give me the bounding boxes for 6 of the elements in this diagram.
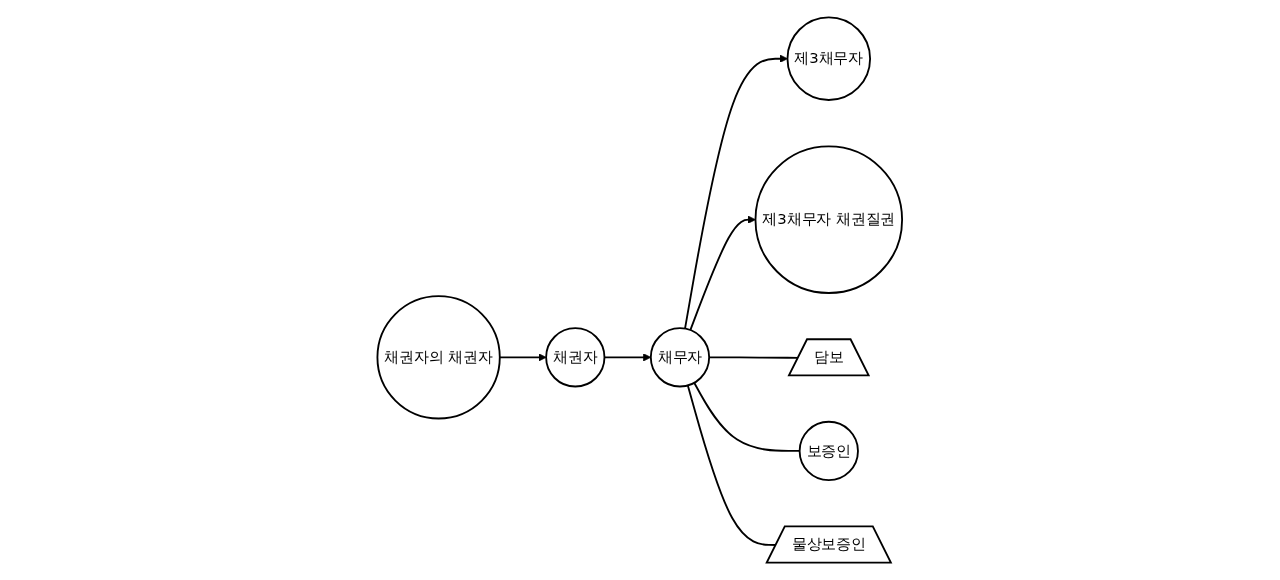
node-circle: 채권자의 채권자 (376, 295, 501, 420)
node-circle: 보증인 (798, 420, 860, 482)
node-circle: 채권자 (545, 327, 606, 388)
node-circle: 채무자 (650, 327, 711, 388)
node-circle: 제3채무자 채권질권 (754, 145, 904, 294)
node-circle: 제3채무자 (786, 16, 872, 101)
